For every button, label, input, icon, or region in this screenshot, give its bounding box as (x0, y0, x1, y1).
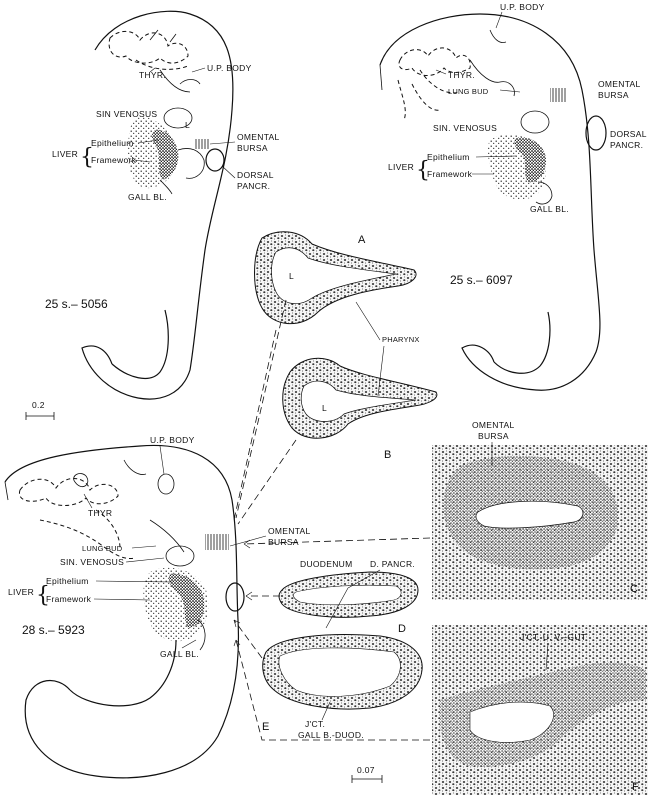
e2-dorsal-label: DORSAL (610, 129, 647, 139)
embryo-1-liver-epithelium (152, 129, 179, 180)
embryo-2-outline (379, 13, 601, 391)
embryo-3-liver-epithelium (168, 573, 205, 628)
embryo-1-outline (81, 10, 234, 400)
e3-omental-label: OMENTAL (268, 526, 311, 536)
e2-omental-label: OMENTAL (598, 79, 641, 89)
e-jct-label: J'CT. (305, 719, 325, 729)
section-c-lumen (475, 500, 584, 529)
section-e-lumen (278, 647, 401, 697)
d-pancr-label: D. PANCR. (370, 559, 415, 569)
e2-sinvenosus-label: SIN. VENOSUS (433, 123, 497, 133)
e2-pancr-label: PANCR. (610, 140, 643, 150)
embryo-2: U.P. BODY THYR. LUNG BUD OMENTAL BURSA S… (379, 2, 647, 391)
e2-liver-label: LIVER (388, 162, 414, 172)
section-b-lumen-label: L (322, 403, 327, 413)
e3-epithelium-label: Epithelium (46, 576, 89, 586)
e1-omental-label: OMENTAL (237, 132, 280, 142)
e1-dorsal-label: DORSAL (237, 170, 274, 180)
embryo-2-liver-epithelium (514, 137, 546, 183)
e2-gall-label: GALL BL. (530, 204, 569, 214)
section-b-lumen (300, 380, 417, 422)
e2-upbody-label: U.P. BODY (500, 2, 545, 12)
embryo-3-upbody (157, 473, 175, 495)
section-f-lumen (469, 701, 554, 743)
embryo-2-sinus (520, 110, 550, 134)
section-a-letter: A (358, 234, 366, 246)
scale-bottom-label: 0.07 (357, 765, 375, 775)
section-c: OMENTAL BURSA C (432, 420, 648, 600)
e3-framework-label: Framework (46, 594, 92, 604)
e2-stage-label: 25 s.– 6097 (450, 273, 513, 287)
e3-stage-label: 28 s.– 5923 (22, 623, 85, 637)
e1-gall-label: GALL BL. (128, 192, 167, 202)
e-gall-duod-label: GALL B.-DUOD. (298, 730, 364, 740)
section-leaders (233, 299, 431, 741)
section-f-letter: F (632, 781, 639, 793)
section-d: DUODENUM D. PANCR. D (278, 559, 419, 635)
e1-sinvenosus-label: SIN VENOSUS (96, 109, 157, 119)
section-f: J'CT. U. V.–GUT F (432, 625, 648, 795)
embryo-1-sinus (163, 107, 193, 129)
e2-framework-label: Framework (427, 169, 473, 179)
scale-bar-left: 0.2 (25, 400, 55, 420)
e3-gall-label: GALL BL. (160, 649, 199, 659)
e3-thyr-label: THYR (88, 508, 112, 518)
e2-thyr-label: THYR. (448, 70, 475, 80)
embryo-1-arches (108, 31, 189, 64)
embryo-1: THYR. U.P. BODY SIN VENOSUS L LIVER { Ep… (45, 10, 280, 400)
e1-stage-label: 25 s.– 5056 (45, 297, 108, 311)
e3-sinvenosus-label: SIN. VENOSUS (60, 557, 124, 567)
d-duodenum-label: DUODENUM (300, 559, 352, 569)
embryo-1-bursa-hatch (195, 139, 209, 149)
e1-pancr-label: PANCR. (237, 181, 270, 191)
embryo-2-arches (398, 47, 471, 76)
embryo-3: U.P. BODY THYR OMENTAL BURSA LUNG BUD SI… (4, 435, 311, 779)
e2-liver-brace: { (416, 158, 430, 183)
f-jct-uv-label: J'CT. U. V.–GUT (520, 632, 586, 642)
e2-lungbud-label: LUNG BUD (448, 87, 489, 96)
e3-lungbud-label: LUNG BUD (82, 544, 123, 553)
scale-left-label: 0.2 (32, 400, 45, 410)
embryo-3-outline (4, 444, 240, 779)
e2-bursa-label: BURSA (598, 90, 629, 100)
section-a-lumen (271, 247, 397, 305)
c-bursa-label: BURSA (478, 431, 509, 441)
embryo-2-bursa-hatch (550, 88, 566, 102)
c-omental-label: OMENTAL (472, 420, 515, 430)
section-b-letter: B (384, 449, 391, 461)
embryo-3-pancreas (225, 582, 245, 612)
embryo-3-arches (18, 478, 119, 506)
e1-lumen-label: L (185, 120, 190, 130)
section-b: B L (282, 357, 438, 461)
pharynx-label: PHARYNX (382, 335, 420, 344)
e3-bursa-label: BURSA (268, 537, 299, 547)
e1-liver-label: LIVER (52, 149, 78, 159)
section-a-lumen-label: L (289, 271, 294, 281)
scale-bar-bottom: 0.07 (351, 765, 383, 783)
e1-epithelium-label: Epithelium (91, 138, 134, 148)
section-d-letter: D (398, 623, 406, 635)
section-a: A L (254, 231, 417, 325)
section-c-letter: C (630, 583, 638, 595)
section-e: E J'CT. GALL B.-DUOD. (262, 634, 423, 740)
e3-upbody-label: U.P. BODY (150, 435, 195, 445)
section-e-letter: E (262, 721, 269, 733)
embryo-1-pancreas (205, 148, 225, 172)
e1-thyr-label: THYR. (139, 70, 166, 80)
embryo-2-pancreas (585, 115, 607, 151)
embryo-3-sinus (165, 545, 195, 567)
e3-liver-label: LIVER (8, 587, 34, 597)
e1-liver-brace: { (80, 145, 94, 170)
e1-bursa-label: BURSA (237, 143, 268, 153)
e1-framework-label: Framework (91, 155, 137, 165)
e3-liver-brace: { (36, 583, 50, 608)
e1-upbody-label: U.P. BODY (207, 63, 252, 73)
section-d-lumen (293, 584, 402, 606)
e2-epithelium-label: Epithelium (427, 152, 470, 162)
embryo-3-bursa-hatch (205, 534, 229, 550)
